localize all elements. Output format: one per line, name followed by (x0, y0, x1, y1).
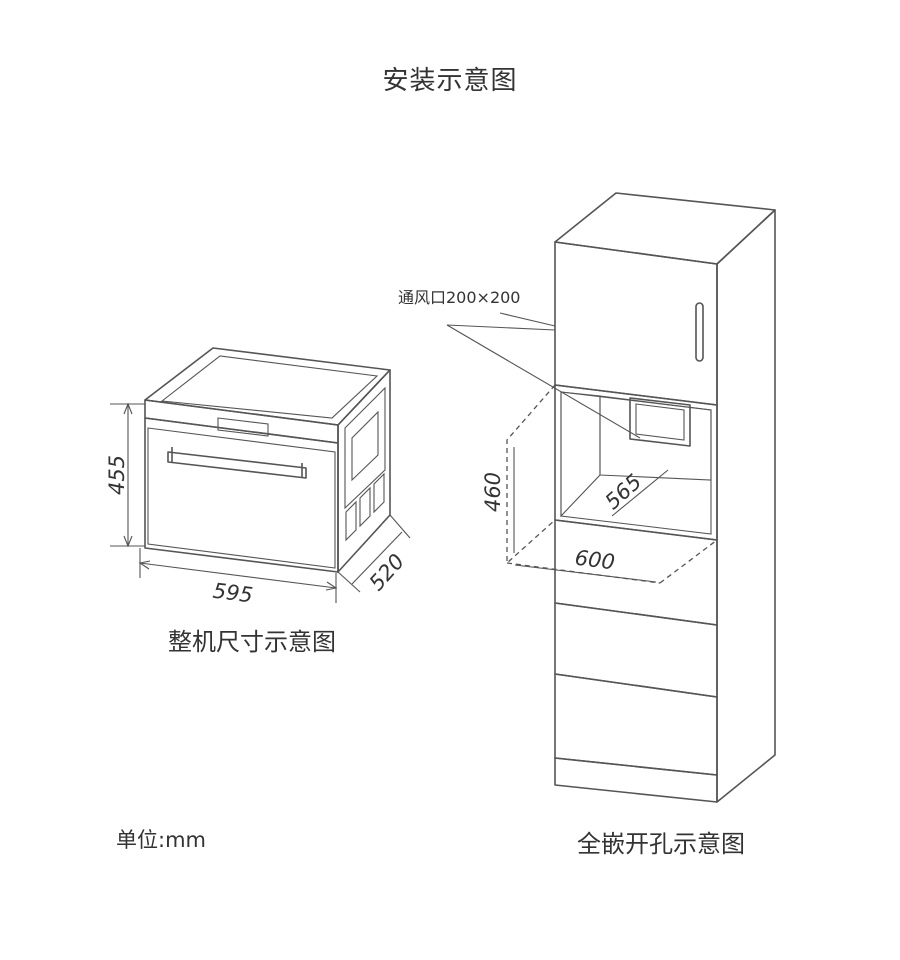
dim-cutout-width-line (514, 564, 657, 583)
oven-handle-mounts (171, 447, 303, 478)
oven-display (217, 417, 269, 437)
niche-back-wall (599, 395, 712, 481)
cabinet-drawing: 通风口200×200 460 565 600 (398, 192, 776, 803)
dim-oven-width-line (139, 562, 337, 589)
oven-front-door (144, 417, 339, 573)
page-title: 安装示意图 (382, 66, 518, 96)
vent-leader-2 (446, 324, 556, 331)
unit-label: 单位:mm (116, 828, 206, 852)
cabinet-door-handle (695, 302, 704, 362)
cabinet-upper-door (554, 241, 718, 406)
oven-side-vent-upper (351, 410, 379, 482)
cutout-left-dashed (506, 384, 556, 565)
oven-door-frame (147, 427, 336, 569)
cabinet-drawer-2 (554, 602, 718, 698)
cabinet-plinth (554, 757, 718, 803)
oven-side-vent-1 (345, 500, 357, 542)
cabinet-caption: 全嵌开孔示意图 (577, 830, 745, 858)
oven-caption: 整机尺寸示意图 (168, 628, 336, 656)
dim-oven-depth: 520 (364, 549, 409, 595)
vent-leader-1 (446, 324, 641, 439)
oven-drawing: 455 595 520 (105, 347, 411, 608)
vent-opening (629, 397, 691, 447)
cabinet-top-face (554, 192, 776, 265)
oven-top-face (144, 347, 391, 426)
dim-oven-width: 595 (211, 579, 254, 608)
oven-top-inner (160, 355, 379, 419)
dim-cutout-height: 460 (481, 472, 505, 512)
oven-right-side (337, 369, 391, 573)
cabinet-right-side (716, 209, 776, 803)
oven-side-panel (344, 386, 386, 510)
vent-opening-inner (635, 403, 685, 441)
dim-oven-depth-line (351, 531, 403, 585)
dim-cutout-depth: 565 (600, 469, 646, 514)
oven-side-vent-2 (359, 486, 371, 528)
dim-oven-height: 455 (105, 455, 129, 495)
oven-side-vent-3 (373, 472, 385, 514)
dim-cutout-depth-line (611, 469, 669, 517)
dim-cutout-width: 600 (573, 546, 616, 575)
oven-handle-bar (167, 451, 307, 479)
vent-label: 通风口200×200 (398, 288, 521, 307)
